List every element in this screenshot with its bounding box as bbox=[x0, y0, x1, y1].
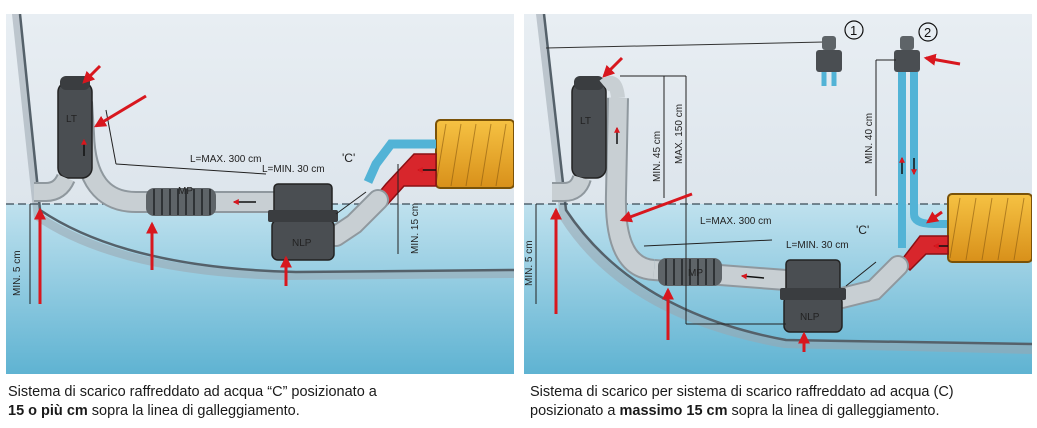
dim-line-lmin bbox=[845, 261, 877, 287]
water-area bbox=[6, 204, 514, 374]
callout-2-label: 2 bbox=[924, 25, 931, 40]
lt-muffler bbox=[57, 76, 93, 179]
hull-outlet bbox=[552, 175, 590, 200]
cooling-water-pipe bbox=[363, 139, 436, 184]
nlp-waterlock bbox=[268, 183, 338, 261]
diagram-left-svg: MP NLP LT L=MAX. 300 cm L=MIN. 30 cm 'C'… bbox=[6, 14, 514, 374]
caption-right-line2: posizionato a massimo 15 cm sopra la lin… bbox=[530, 402, 1030, 421]
caption-left-bold: 15 o più cm bbox=[8, 403, 88, 419]
caption-right-line1: Sistema di scarico per sistema di scaric… bbox=[530, 384, 954, 400]
min45-label: MIN. 45 cm bbox=[652, 131, 663, 182]
caption-left: Sistema di scarico raffreddato ad acqua … bbox=[8, 383, 508, 421]
diagram-right-svg: 1 2 MP bbox=[524, 14, 1032, 374]
callout-2-circle bbox=[918, 22, 938, 42]
min40-label: MIN. 40 cm bbox=[864, 113, 875, 164]
min5-label: MIN. 5 cm bbox=[524, 240, 535, 286]
lt-label: LT bbox=[66, 114, 77, 125]
max150-label: MAX. 150 cm bbox=[674, 104, 685, 164]
line-to-valves bbox=[545, 41, 825, 49]
flow-arrows bbox=[614, 126, 948, 280]
indicator-arrows bbox=[34, 64, 292, 304]
cooling-line-down bbox=[910, 72, 954, 228]
lt-label: LT bbox=[580, 116, 591, 127]
indicator-arrows bbox=[550, 53, 961, 352]
c-label: 'C' bbox=[856, 223, 869, 237]
engine-block bbox=[947, 193, 1032, 263]
vented-loop-1 bbox=[816, 36, 842, 86]
nlp-waterlock bbox=[780, 259, 846, 333]
lmax-label: L=MAX. 300 cm bbox=[190, 154, 261, 165]
hull-outlet bbox=[34, 174, 74, 200]
caption-right-rest: sopra la linea di galleggiamento. bbox=[727, 403, 940, 419]
outlet-hose bbox=[833, 257, 907, 307]
caption-right: Sistema di scarico per sistema di scaric… bbox=[530, 383, 1030, 421]
diagram-left: MP NLP LT L=MAX. 300 cm L=MIN. 30 cm 'C'… bbox=[6, 14, 514, 374]
caption-right-prefix: posizionato a bbox=[530, 403, 620, 419]
lt-muffler bbox=[571, 76, 607, 179]
callout-1-circle bbox=[844, 20, 864, 40]
c-label: 'C' bbox=[342, 151, 355, 165]
outlet-hose bbox=[327, 191, 387, 245]
caption-right-bold: massimo 15 cm bbox=[619, 403, 728, 419]
lt-top-hose bbox=[599, 76, 625, 99]
nlp-label: NLP bbox=[292, 238, 312, 249]
min5-label: MIN. 5 cm bbox=[12, 250, 23, 296]
corrugated-hose-mp bbox=[146, 188, 216, 216]
corrugated-hose-mp bbox=[658, 258, 722, 286]
hull-line bbox=[542, 14, 1032, 346]
min15-label: MIN. 15 cm bbox=[410, 203, 421, 254]
caption-left-rest: sopra la linea di galleggiamento. bbox=[87, 403, 300, 419]
vented-loop-2 bbox=[894, 36, 920, 72]
dim-line-lmax bbox=[643, 239, 773, 247]
flow-arrows bbox=[81, 138, 436, 205]
dim-line-lmax-h bbox=[115, 163, 267, 175]
lmax-label: L=MAX. 300 cm bbox=[700, 216, 771, 227]
dim-line-lmin bbox=[335, 191, 367, 215]
diagram-right: 1 2 MP bbox=[524, 14, 1032, 374]
nlp-label: NLP bbox=[800, 312, 820, 323]
lmin-label: L=MIN. 30 cm bbox=[786, 240, 849, 251]
lmin-label: L=MIN. 30 cm bbox=[262, 164, 325, 175]
hull-line bbox=[18, 14, 514, 274]
mp-label: MP bbox=[688, 268, 703, 279]
bend-hose bbox=[606, 97, 656, 279]
mp-label: MP bbox=[178, 186, 193, 197]
caption-left-line2: 15 o più cm sopra la linea di galleggiam… bbox=[8, 402, 508, 421]
caption-left-line1: Sistema di scarico raffreddato ad acqua … bbox=[8, 384, 377, 400]
callout-1-label: 1 bbox=[850, 23, 857, 38]
